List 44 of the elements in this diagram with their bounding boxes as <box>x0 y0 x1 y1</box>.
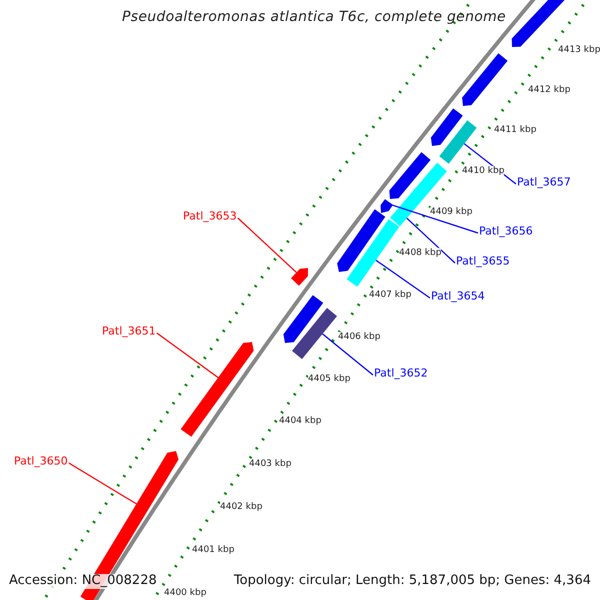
leader-line <box>322 333 374 376</box>
gene-label: Patl_3654 <box>431 290 485 304</box>
leader-line <box>156 332 219 378</box>
gene-label: Patl_3656 <box>479 226 533 238</box>
leader-line <box>68 462 137 504</box>
gene-bar <box>380 199 393 213</box>
gene-label: Patl_3653 <box>183 210 237 224</box>
tick-label: 4403 kbp <box>249 458 292 470</box>
tick-label: 4404 kbp <box>279 416 322 426</box>
tick-label: 4410 kbp <box>462 166 504 176</box>
tick-label: 4400 kbp <box>164 588 206 598</box>
gene-bar <box>430 108 463 146</box>
tick-label: 4413 kbp <box>558 44 600 56</box>
genome-info-text: Topology: circular; Length: 5,187,005 bp; Genes: 4,364 <box>234 574 591 589</box>
leader-line <box>237 218 297 273</box>
leader-line <box>406 218 456 264</box>
tick-label: 4409 kbp <box>430 206 472 218</box>
gene-bar <box>462 53 508 106</box>
leader-line <box>392 204 478 234</box>
tick-label: 4405 kbp <box>308 374 350 384</box>
tick-label: 4402 kbp <box>220 502 262 512</box>
gene-bar <box>283 295 324 343</box>
gene-bar <box>389 152 431 199</box>
map-title: Pseudoalteromonas atlantica T6c, complete genome <box>122 9 506 26</box>
gene-bar <box>291 268 308 286</box>
tick-label: 4406 kbp <box>338 332 380 342</box>
tick-label: 4407 kbp <box>369 290 412 300</box>
accession-text: Accession: NC_008228 <box>9 574 157 589</box>
gene-bar <box>292 308 337 360</box>
leader-line <box>376 260 430 298</box>
gene-bar <box>180 342 254 437</box>
tick-label: 4408 kbp <box>399 248 442 258</box>
gene-label: Patl_3655 <box>456 256 510 268</box>
gene-bar <box>512 0 566 47</box>
gene-label: Patl_3651 <box>102 326 156 338</box>
tick-label: 4412 kbp <box>528 84 570 96</box>
gene-label: Patl_3657 <box>517 176 571 190</box>
gene-label: Patl_3650 <box>14 456 68 468</box>
tick-label: 4401 kbp <box>192 544 234 556</box>
gene-label: Patl_3652 <box>374 368 428 380</box>
gene-bar <box>439 120 477 164</box>
tick-label: 4411 kbp <box>494 124 536 136</box>
gene-bar <box>337 209 386 272</box>
gene-bar <box>346 219 400 287</box>
